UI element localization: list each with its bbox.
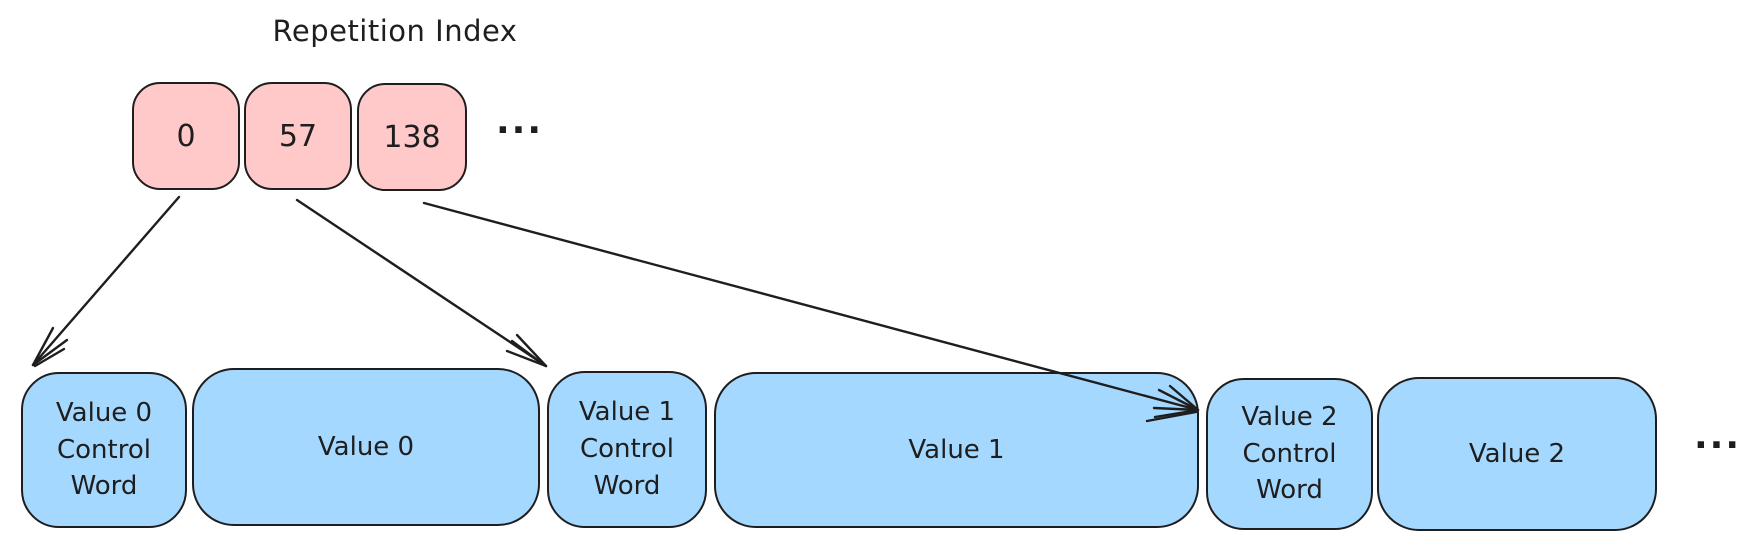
index-cell-2: 138 [357, 83, 467, 191]
stream-cell-value0-control-word: Value 0 Control Word [21, 372, 187, 528]
stream-cell-label: Value 0 Control Word [55, 397, 153, 502]
index-cell-1: 57 [244, 82, 352, 190]
stream-cell-value0: Value 0 [192, 368, 540, 526]
index-cell-0-value: 0 [176, 118, 196, 154]
stream-cell-label: Value 2 [1468, 438, 1566, 469]
diagram-title: Repetition Index [272, 14, 518, 48]
index-cell-2-value: 138 [383, 119, 441, 155]
stream-cell-label: Value 0 [317, 431, 415, 462]
index-cell-1-value: 57 [278, 118, 318, 154]
index-cell-0: 0 [132, 82, 240, 190]
stream-cell-value1-control-word: Value 1 Control Word [547, 371, 707, 528]
stream-cell-value2-control-word: Value 2 Control Word [1206, 378, 1373, 530]
stream-cell-label: Value 1 Control Word [578, 397, 676, 501]
stream-row-ellipsis: ... [1694, 416, 1742, 457]
stream-cell-label: Value 2 Control Word [1241, 401, 1338, 506]
index-row-ellipsis: ... [496, 101, 544, 142]
stream-cell-label: Value 1 [908, 434, 1005, 465]
stream-cell-value2: Value 2 [1377, 377, 1657, 531]
stream-cell-value1: Value 1 [714, 372, 1199, 528]
